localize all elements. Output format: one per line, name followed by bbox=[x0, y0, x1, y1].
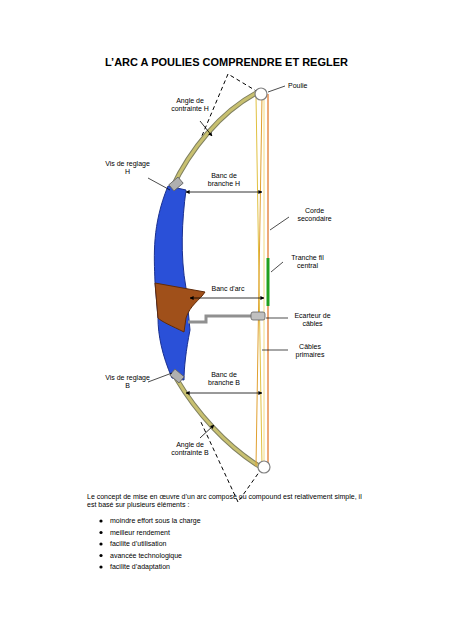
part-label: Vis de reglage H bbox=[105, 160, 150, 177]
grip bbox=[155, 283, 205, 332]
cable bbox=[256, 96, 262, 466]
part-label: Câbles primaires bbox=[290, 343, 330, 360]
page-title: L’ARC A POULIES COMPRENDRE ET REGLER bbox=[0, 56, 453, 68]
part-label: Banc de branche H bbox=[203, 172, 245, 189]
body-text: Le concept de mise en œuvre d’un arc com… bbox=[87, 493, 372, 510]
cable bbox=[256, 96, 262, 466]
cam-pulley bbox=[258, 461, 270, 473]
leader-line bbox=[148, 373, 172, 382]
part-label: Vis de reglage B bbox=[105, 374, 150, 391]
leader-line bbox=[148, 178, 170, 190]
bullet-dots bbox=[99, 519, 102, 568]
riser bbox=[154, 186, 190, 380]
leader-line bbox=[200, 121, 212, 136]
part-label: Corde secondaire bbox=[292, 207, 337, 224]
adjust-screw bbox=[169, 177, 183, 191]
angle-line bbox=[228, 74, 258, 92]
part-label: Tranche fil central bbox=[285, 254, 330, 271]
part-label: Angle de contrainte B bbox=[165, 441, 215, 458]
leader-line bbox=[200, 425, 214, 438]
brace-arrow bbox=[186, 192, 262, 193]
cable-guard bbox=[188, 316, 252, 322]
bullet-item: facilite d’adaptation bbox=[110, 563, 310, 571]
leader-line bbox=[262, 350, 288, 351]
adjust-screw bbox=[170, 369, 184, 383]
bullet-item: facilite d’utilisation bbox=[110, 540, 310, 548]
part-label: Angle de contrainte H bbox=[165, 97, 215, 114]
cam-pulley bbox=[255, 88, 267, 100]
bullet-item: moindre effort sous la charge bbox=[110, 517, 310, 525]
leader-line bbox=[270, 217, 289, 230]
leader-line bbox=[268, 86, 285, 92]
center-serving bbox=[267, 258, 270, 306]
part-label: Ecarteur de câbles bbox=[290, 312, 335, 329]
brace-arrow bbox=[186, 393, 262, 394]
bullet-item: avancée technologique bbox=[110, 552, 310, 560]
string bbox=[267, 94, 268, 468]
cable bbox=[264, 94, 265, 468]
part-label: Poulie bbox=[288, 82, 328, 90]
bullet-item: meilleur rendement bbox=[110, 529, 310, 537]
cable-slide bbox=[251, 312, 265, 320]
brace-arrow bbox=[190, 298, 264, 299]
part-label: Banc d'arc bbox=[203, 285, 253, 293]
part-label: Banc de branche B bbox=[203, 371, 245, 388]
leader-line bbox=[266, 318, 288, 319]
leader-line bbox=[271, 262, 283, 272]
